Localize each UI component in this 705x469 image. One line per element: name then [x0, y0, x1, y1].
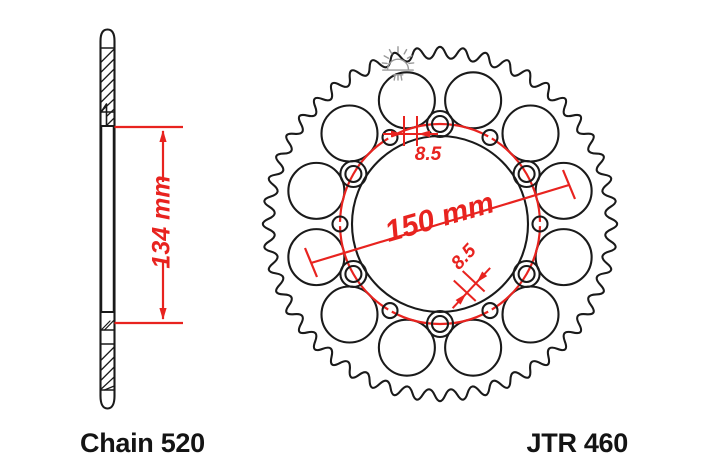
dim-85-low-ext-right	[461, 270, 486, 293]
bolt-circle-arc	[491, 137, 542, 222]
dim-150-value: 150 mm	[381, 186, 498, 249]
bolt-circle-arc	[391, 310, 489, 326]
lightening-hole	[534, 228, 593, 287]
chain-label: Chain 520	[80, 428, 205, 458]
bolt-circle-arc	[338, 226, 389, 311]
bolt-hole-bore	[430, 314, 450, 334]
bolt-hole-bore	[517, 164, 536, 184]
bolt-circle-arcs	[338, 122, 542, 326]
bolt-hole-bore	[344, 264, 363, 284]
bolt-circle-arc	[491, 226, 542, 311]
sunrise-logo-icon	[381, 46, 415, 81]
lightening-hole	[534, 161, 593, 220]
lightening-hole	[377, 71, 436, 130]
bolt-hole-ring	[339, 109, 541, 339]
bolt-hole-outer-ring	[339, 259, 368, 289]
lightening-hole	[287, 228, 346, 287]
dim-85-low-arrow-right	[476, 271, 488, 283]
bolt-hole-bore	[430, 114, 450, 134]
sprocket-face-view: 150 mm 8.5 8.5	[261, 45, 619, 403]
dim-150-tick-left	[303, 247, 319, 278]
dimension-85-lower: 8.5	[447, 240, 491, 309]
dim-134-arrow-bottom	[159, 308, 167, 320]
side-hatch-top	[100, 48, 115, 126]
side-profile-outline	[99, 28, 116, 410]
bolt-circle-arc	[391, 122, 489, 138]
dim-85-top-arrow-left	[391, 130, 403, 138]
bolt-hole	[425, 309, 455, 339]
lightening-hole	[287, 161, 346, 220]
small-hole	[331, 215, 349, 233]
bolt-hole-outer-ring	[425, 309, 455, 339]
bolt-hole-outer-ring	[512, 159, 541, 189]
bolt-hole	[339, 159, 368, 189]
bolt-hole-outer-ring	[339, 159, 368, 189]
dim-85-low-value: 8.5	[447, 240, 481, 274]
bolt-hole-outer-ring	[425, 109, 455, 139]
lightening-hole	[444, 318, 503, 377]
bolt-hole	[339, 259, 368, 289]
dim-134-label: 134 mm	[148, 175, 176, 268]
dimension-150mm: 150 mm	[303, 169, 577, 278]
bolt-circle-arc	[338, 137, 389, 222]
small-hole	[481, 128, 499, 146]
dim-85-top-value: 8.5	[415, 144, 442, 165]
bolt-hole-bore	[344, 164, 363, 184]
small-hole	[481, 302, 499, 320]
dim-150-tick-right	[561, 169, 577, 200]
dimension-85-top: 8.5	[383, 116, 442, 165]
dim-150-leader	[310, 183, 570, 265]
dim-85-top-arrow-right	[418, 130, 430, 138]
side-section-view: 134 mm	[99, 28, 183, 410]
side-hatch-bottom	[100, 319, 115, 391]
dim-134-arrow-top	[159, 130, 167, 142]
bolt-hole-outer-ring	[512, 259, 541, 289]
small-hole	[381, 128, 399, 146]
small-hole	[531, 215, 549, 233]
small-hole	[381, 302, 399, 320]
lightening-hole-ring	[287, 71, 593, 377]
lightening-hole	[377, 318, 436, 377]
bolt-hole	[512, 259, 541, 289]
bolt-hole-bore	[517, 264, 536, 284]
dimension-134mm: 134 mm	[114, 125, 183, 325]
dim-85-low-ext-left	[453, 279, 477, 302]
tooth-outline	[261, 45, 619, 403]
dim-85-low-arrow-left	[455, 293, 467, 305]
small-hole-ring	[331, 128, 549, 320]
bolt-hole	[425, 109, 455, 139]
tooth-ring	[261, 45, 619, 403]
lightening-hole	[444, 71, 503, 130]
bolt-hole	[512, 159, 541, 189]
part-number-label: JTR 460	[527, 428, 628, 458]
